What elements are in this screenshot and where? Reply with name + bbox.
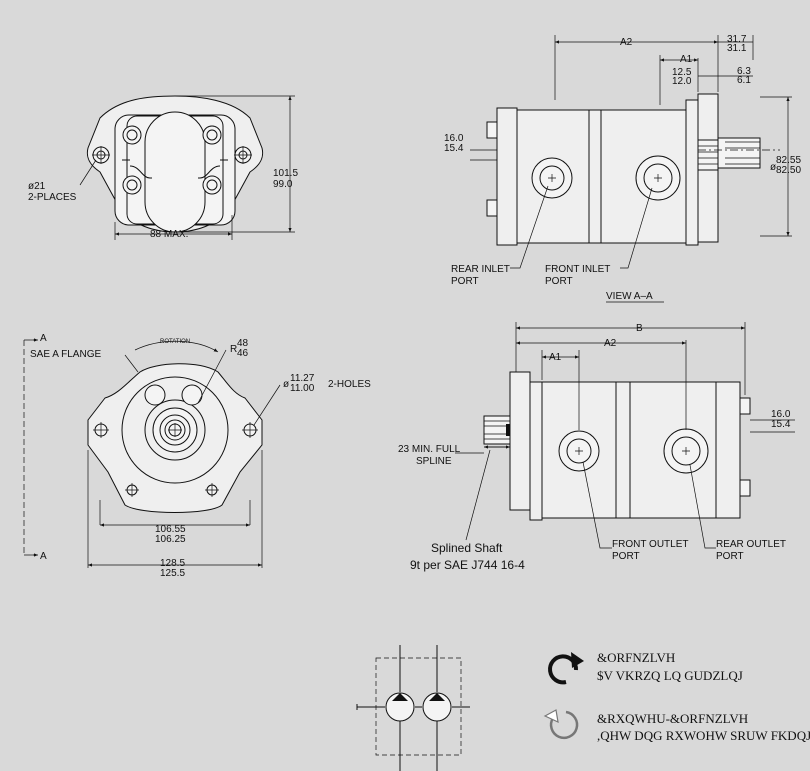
- flange-a-top: A: [40, 333, 47, 344]
- bolt-br: [202, 175, 222, 195]
- bolt-min: 106.25: [155, 534, 186, 545]
- width-label: 88 MAX.: [150, 229, 188, 240]
- ccw-sub: ,QHW DQG RXWOHW SRUW FKDQJHG: [597, 728, 810, 743]
- hole-min: 11.00: [290, 383, 315, 394]
- side-154-label: 15.4: [771, 419, 791, 430]
- rear-outlet-label-1: REAR OUTLET: [716, 539, 786, 550]
- side-a1-label: A1: [549, 352, 562, 363]
- r-max: 48: [237, 338, 249, 349]
- aa-pilot-prefix: ø: [770, 162, 776, 173]
- flange-a-bot: A: [40, 551, 47, 562]
- width-min: 125.5: [160, 568, 185, 579]
- ccw-title: &RXQWHU-&ORFNZLVH: [597, 711, 748, 726]
- flange-view: [23, 338, 281, 568]
- aa-311-label: 31.1: [727, 43, 747, 54]
- r-prefix: R: [230, 344, 237, 355]
- aa-a1-label: A1: [680, 54, 693, 65]
- aa-120-label: 12.0: [672, 76, 692, 87]
- hole-max: 11.27: [290, 373, 315, 384]
- aa-317-label: 31.7: [727, 34, 747, 45]
- r-min: 46: [237, 348, 249, 359]
- shaft-note-line2: 9t per SAE J744 16-4: [410, 558, 525, 572]
- cw-title: &ORFNZLVH: [597, 650, 675, 665]
- bolt-tr: [202, 125, 222, 145]
- hole-places-label: 2-PLACES: [28, 192, 77, 203]
- front-inlet-label-2: PORT: [545, 276, 573, 287]
- view-aa-title: VIEW A–A: [606, 291, 653, 302]
- view-aa: [470, 35, 792, 269]
- bolt-bl: [122, 175, 142, 195]
- bolt-tl: [122, 125, 142, 145]
- rear-inlet-label-2: PORT: [451, 276, 479, 287]
- side-160-label: 16.0: [771, 409, 791, 420]
- hole-prefix: ø: [283, 379, 289, 390]
- spline-label-1: 23 MIN. FULL: [398, 444, 461, 455]
- aa-pilot-min: 82.50: [776, 165, 801, 176]
- holes-count: 2-HOLES: [328, 379, 371, 390]
- rear-end-view: [79, 95, 295, 240]
- rear-outlet-label-2: PORT: [716, 551, 744, 562]
- spline-label-2: SPLINE: [416, 456, 452, 467]
- shaft-note-line1: Splined Shaft: [431, 541, 503, 555]
- bolt-max: 106.55: [155, 524, 186, 535]
- aa-a2-label: A2: [620, 37, 633, 48]
- side-b-label: B: [636, 323, 643, 334]
- side-a2-label: A2: [604, 338, 617, 349]
- aa-125-label: 12.5: [672, 67, 692, 78]
- rear-inlet-label-1: REAR INLET: [451, 264, 510, 275]
- height-min-label: 99.0: [273, 179, 293, 190]
- side-view: [455, 322, 795, 549]
- rotation-label: ROTATION: [160, 339, 190, 345]
- aa-154-label: 15.4: [444, 143, 464, 154]
- sae-flange-label: SAE A FLANGE: [30, 349, 101, 360]
- aa-160-label: 16.0: [444, 133, 464, 144]
- height-max-label: 101.5: [273, 168, 298, 179]
- aa-pilot-max: 82.55: [776, 155, 801, 166]
- front-outlet-label-1: FRONT OUTLET: [612, 539, 688, 550]
- aa-63-label: 6.3: [737, 66, 751, 77]
- ccw-rotation-icon: [543, 709, 579, 740]
- front-outlet-label-2: PORT: [612, 551, 640, 562]
- hole-dia-label: ø21: [28, 181, 46, 192]
- cw-sub: $V VKRZQ LQ GUDZLQJ: [597, 668, 743, 683]
- cw-rotation-icon: [548, 652, 584, 685]
- front-inlet-label-1: FRONT INLET: [545, 264, 610, 275]
- aa-61-label: 6.1: [737, 75, 751, 86]
- width-max: 128.5: [160, 558, 185, 569]
- hydraulic-symbol: [356, 645, 470, 771]
